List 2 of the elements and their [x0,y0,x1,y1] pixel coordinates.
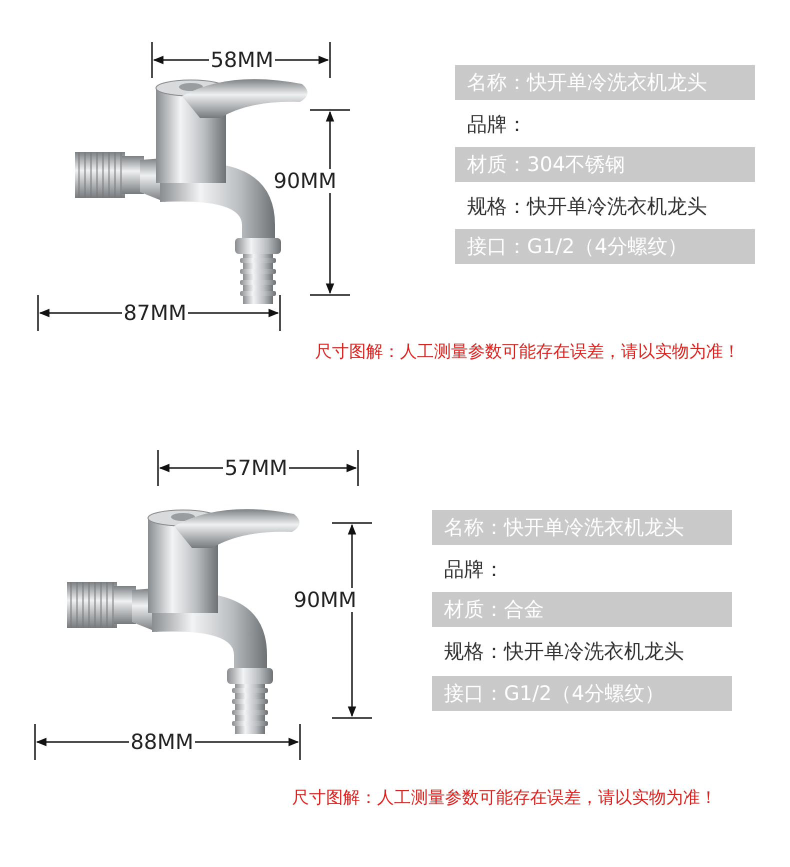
note-text: 尺寸图解：人工测量参数可能存在误差，请以实物为准！ [315,341,740,363]
note-text: 尺寸图解：人工测量参数可能存在误差，请以实物为准！ [292,787,717,809]
